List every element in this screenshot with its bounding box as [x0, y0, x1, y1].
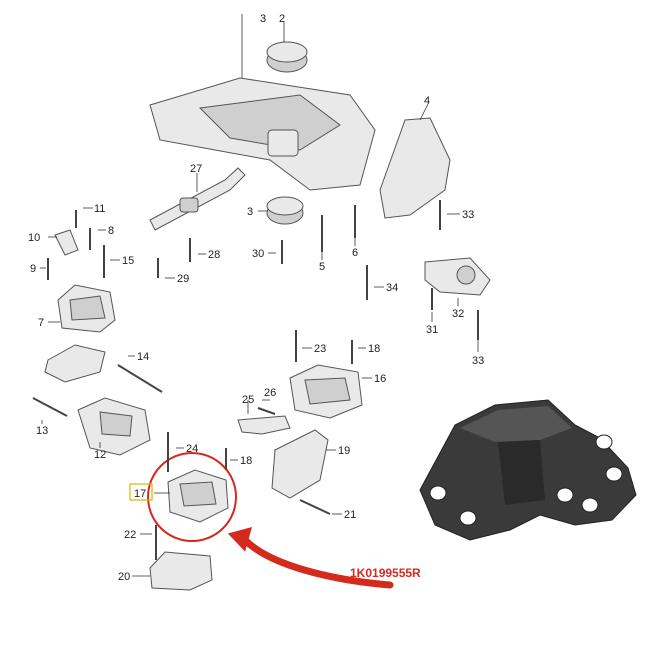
callout-23: 23	[314, 343, 326, 355]
link-27	[149, 167, 246, 231]
callout-29: 29	[177, 273, 189, 285]
callout-6: 6	[352, 247, 358, 259]
callout-7: 7	[38, 317, 44, 329]
callout-3: 3	[260, 13, 266, 25]
callout-17-box	[129, 483, 153, 501]
product-photo	[419, 399, 637, 541]
callout-26: 26	[264, 387, 276, 399]
mount-7	[57, 284, 116, 333]
bushing-2	[266, 41, 308, 73]
callout-3b: 3	[247, 206, 253, 218]
mount-17	[167, 469, 229, 523]
bracket-32	[424, 257, 491, 296]
callout-24: 24	[186, 443, 198, 455]
callout-31: 31	[426, 324, 438, 336]
callout-32: 32	[452, 308, 464, 320]
link-25	[237, 415, 291, 435]
bracket-19	[271, 429, 329, 499]
red-arrowhead	[227, 526, 252, 552]
callout-5: 5	[319, 261, 325, 273]
plate-20	[149, 551, 213, 591]
subframe	[149, 77, 376, 191]
callout-20: 20	[118, 571, 130, 583]
plate-mount-lower	[44, 344, 106, 383]
callout-8: 8	[108, 225, 114, 237]
bracket-4	[379, 117, 451, 219]
callout-22: 22	[124, 529, 136, 541]
callouts: 3 2 4 27 3 11 10 8 9 15 28 29 30 5 6 33 …	[28, 13, 484, 583]
part-number: 1K0199555R	[350, 566, 421, 580]
callout-33: 33	[462, 209, 474, 221]
clip-10	[54, 229, 79, 256]
callout-28: 28	[208, 249, 220, 261]
callout-15: 15	[122, 255, 134, 267]
callout-19: 19	[338, 445, 350, 457]
callout-34: 34	[386, 282, 398, 294]
callout-25: 25	[242, 394, 254, 406]
callout-13: 13	[36, 425, 48, 437]
red-arrow	[241, 536, 394, 589]
callout-14: 14	[137, 351, 149, 363]
callout-4: 4	[424, 95, 430, 107]
callout-33b: 33	[472, 355, 484, 367]
mount-16	[289, 364, 363, 419]
leader-lines	[40, 14, 479, 577]
highlight-circle	[147, 452, 237, 542]
callout-17: 17	[134, 488, 146, 500]
callout-2: 2	[279, 13, 285, 25]
callout-18: 18	[368, 343, 380, 355]
callout-30: 30	[252, 248, 264, 260]
callout-27: 27	[190, 163, 202, 175]
bushing-3	[266, 196, 304, 225]
callout-12: 12	[94, 449, 106, 461]
callout-18b: 18	[240, 455, 252, 467]
callout-16: 16	[374, 373, 386, 385]
bolts	[32, 200, 479, 560]
callout-11: 11	[94, 203, 105, 215]
callout-10: 10	[28, 232, 40, 244]
callout-9: 9	[30, 263, 36, 275]
callout-21: 21	[344, 509, 356, 521]
mount-12	[77, 397, 151, 456]
